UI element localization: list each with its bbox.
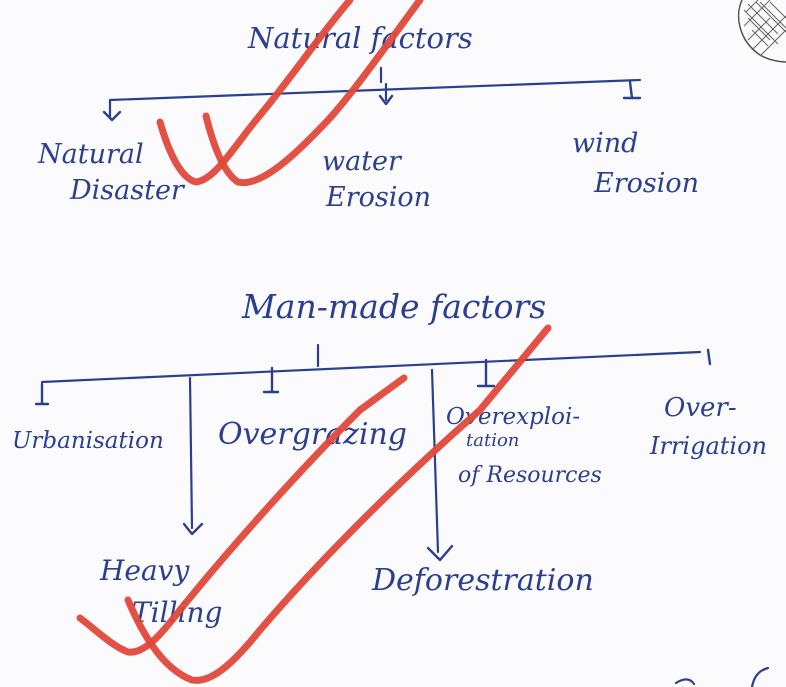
water-erosion-line2: Erosion	[325, 182, 431, 213]
natural-arrow-middle	[378, 94, 394, 106]
natural-factors-tree: Natural factors Natural Disaster water E…	[37, 21, 699, 213]
wind-erosion-line1: wind	[572, 128, 638, 159]
red-check-marks	[76, 0, 552, 684]
manmade-connector	[40, 343, 702, 384]
manmade-factors-title: Man-made factors	[241, 287, 546, 326]
manmade-arrow-1	[34, 382, 50, 406]
natural-factors-title: Natural factors	[247, 21, 473, 55]
corner-doodle	[737, 0, 786, 63]
natural-arrow-left	[102, 110, 122, 122]
natural-disaster-line1: Natural	[37, 139, 144, 170]
manmade-arrow-4	[706, 348, 712, 366]
manmade-arrow-3	[476, 358, 496, 388]
natural-connector	[108, 66, 642, 120]
heavy-tilling-line1: Heavy	[99, 554, 191, 587]
natural-arrow-right	[622, 80, 642, 100]
natural-disaster-line2: Disaster	[69, 175, 186, 206]
wind-erosion-line2: Erosion	[593, 168, 699, 199]
branch-to-deforestration	[430, 368, 440, 554]
branch-to-heavy-tilling	[188, 376, 194, 530]
over-irrigation-line1: Over-	[664, 393, 737, 423]
arrow-deforestration	[426, 544, 454, 562]
bottom-right-scribble	[674, 666, 770, 687]
overgrazing-label: Overgrazing	[218, 417, 407, 452]
check-mark-top-2	[202, 0, 424, 187]
overexploitation-line3: of Resources	[458, 463, 602, 488]
urbanisation-label: Urbanisation	[12, 428, 164, 454]
water-erosion-line1: water	[322, 146, 403, 177]
overexploitation-line2: tation	[466, 430, 519, 451]
check-mark-top-1	[156, 0, 354, 186]
deforestration-text: Deforestration	[371, 563, 594, 598]
over-irrigation-line2: Irrigation	[649, 432, 767, 460]
check-mark-bottom-2	[124, 324, 552, 684]
manmade-factors-tree: Man-made factors Urbanisation Overgrazin…	[12, 287, 767, 629]
arrow-heavy-tilling	[182, 522, 204, 536]
check-mark-bottom-1	[76, 374, 408, 656]
manmade-arrow-2	[262, 366, 280, 394]
